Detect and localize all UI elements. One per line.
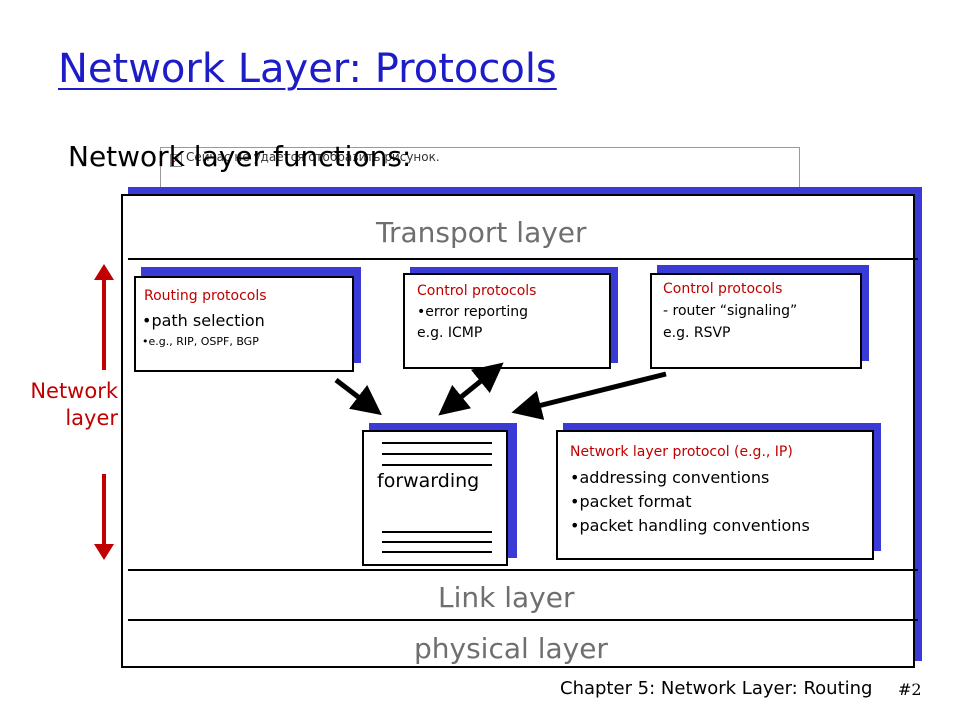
network-layer-protocol-box: Network layer protocol (e.g., IP) •addre… [556,430,874,560]
rsvp-box-title: Control protocols [663,281,783,297]
control-protocols-rsvp-box: Control protocols - router “signaling” e… [650,273,862,369]
forwarding-line [382,464,492,466]
link-layer-label: Link layer [438,581,575,614]
slide-subtitle: Network layer functions: [68,140,412,173]
icmp-box-line1: •error reporting [417,304,529,320]
forwarding-line [382,453,492,455]
routing-protocols-box: Routing protocols •path selection •e.g.,… [134,276,354,372]
forwarding-line [382,541,492,543]
forwarding-line [382,531,492,533]
forwarding-line [382,551,492,553]
broken-image-text: Сейчас не удается отобразить рисунок. [186,150,440,164]
page-number: #2 [898,680,922,699]
ip-box-line3: •packet handling conventions [570,516,810,535]
link-divider-top [128,569,918,571]
broken-image-icon: × [170,154,182,167]
side-label-line1: Network [30,379,118,403]
icmp-forwarding-arrow [438,362,504,416]
rsvp-box-line1: - router “signaling” [663,303,798,319]
network-layer-side-label: Network layer [30,378,118,432]
ip-box-line2: •packet format [570,492,692,511]
link-divider-bottom [128,619,918,621]
ip-box-title: Network layer protocol (e.g., IP) [570,444,793,460]
transport-layer-label: Transport layer [376,216,587,249]
side-label-line2: layer [65,406,118,430]
slide-title: Network Layer: Protocols [58,46,557,92]
transport-divider [128,258,918,260]
icmp-box-title: Control protocols [417,283,537,299]
routing-box-line1: •path selection [142,311,265,330]
routing-box-title: Routing protocols [144,288,267,304]
forwarding-label: forwarding [377,470,480,492]
icmp-box-line2: e.g. ICMP [417,325,483,341]
physical-layer-label: physical layer [414,632,608,665]
forwarding-line [382,442,492,444]
forwarding-box: forwarding [362,430,508,566]
routing-box-line2: •e.g., RIP, OSPF, BGP [142,335,259,348]
rsvp-box-line2: e.g. RSVP [663,325,731,341]
slide-footer: Chapter 5: Network Layer: Routing [560,678,873,699]
rsvp-to-forwarding-arrow [511,371,667,420]
ip-box-line1: •addressing conventions [570,468,770,487]
control-protocols-icmp-box: Control protocols •error reporting e.g. … [403,273,611,369]
routing-to-forwarding-arrow [334,378,382,416]
